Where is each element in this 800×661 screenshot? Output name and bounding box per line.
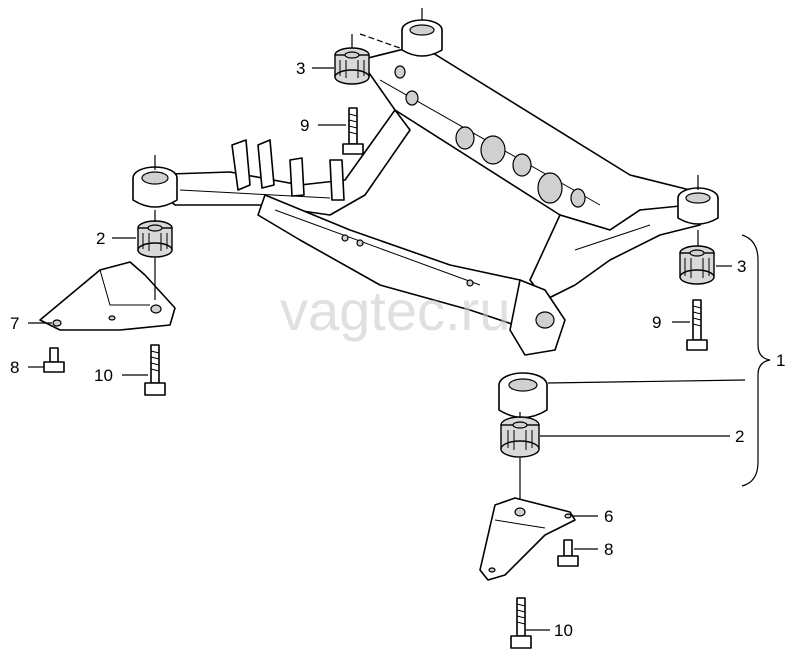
watermark: vagtec.ru [280, 279, 510, 342]
mount-housing-front-left [132, 166, 178, 208]
subframe-assembly [132, 19, 719, 419]
mount-housing-rear-left [401, 19, 443, 57]
callout-9-right: 9 [652, 313, 661, 332]
bolt-10-left [144, 344, 166, 396]
callout-10-right: 10 [554, 621, 573, 640]
bolt-10-right [510, 597, 532, 649]
bracket-7 [39, 261, 176, 331]
bushing-3-right [679, 245, 715, 285]
mount-housing-front-right [498, 372, 548, 419]
callout-7: 7 [10, 314, 19, 333]
callout-8-right: 8 [604, 540, 613, 559]
bolt-8-left [43, 347, 65, 373]
callout-9-left: 9 [300, 116, 309, 135]
callout-labels: 3 9 2 7 8 10 3 9 1 2 6 8 10 [10, 59, 785, 640]
bushing-2-right [500, 416, 540, 458]
callout-8-left: 8 [10, 358, 19, 377]
callout-2-left: 2 [96, 229, 105, 248]
bushing-3-left [334, 47, 370, 85]
callout-1: 1 [776, 351, 785, 370]
bolt-9-right [686, 299, 708, 351]
callout-10-left: 10 [94, 366, 113, 385]
callout-6: 6 [604, 507, 613, 526]
callout-3-right: 3 [737, 257, 746, 276]
callout-leaders [28, 67, 771, 631]
assembly-axis-lines [154, 8, 699, 500]
mount-housing-rear-right [677, 187, 719, 225]
bolt-9-left [342, 107, 364, 155]
callout-2-right: 2 [735, 427, 744, 446]
bolt-8-right [557, 539, 579, 567]
bracket-6 [479, 497, 576, 581]
bushing-2-left [137, 220, 173, 258]
callout-3-left: 3 [296, 59, 305, 78]
